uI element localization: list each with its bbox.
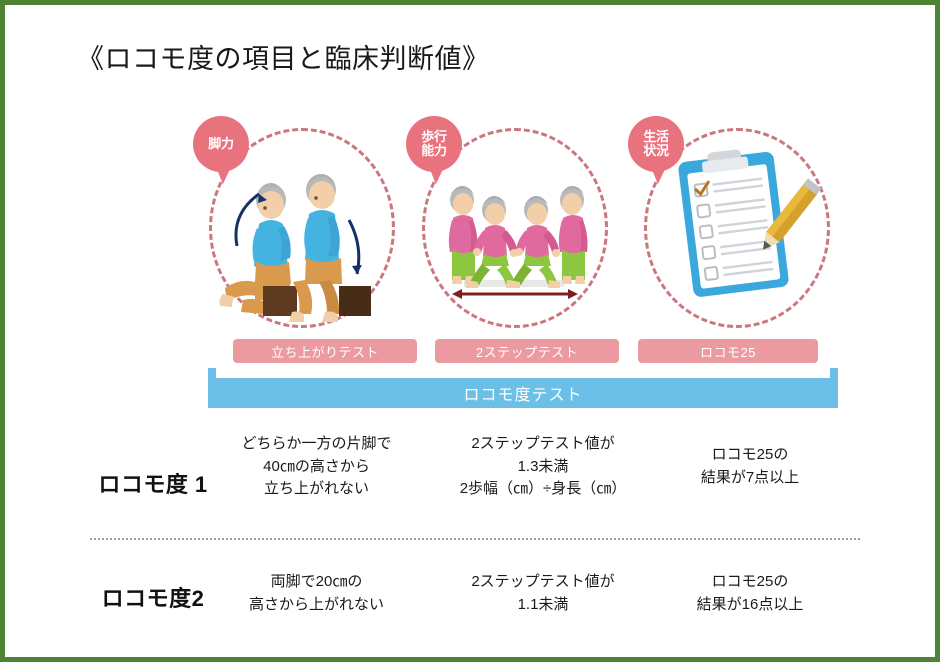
- criteria-cell-stand-up-2: 両脚で20㎝の 高さから上がれない: [248, 573, 384, 613]
- page-title: 《ロコモ度の項目と臨床判断値》: [77, 44, 490, 74]
- dashed-circle-outline: [644, 128, 830, 328]
- badge-leg-strength: 脚力: [193, 116, 249, 172]
- test-button-stand-up[interactable]: 立ち上がりテスト: [233, 339, 417, 363]
- dashed-circle-outline: [422, 128, 608, 328]
- category-group-living-condition: 生活状況: [628, 116, 842, 335]
- test-button-two-step[interactable]: 2ステップテスト: [435, 339, 619, 363]
- criteria-cell-stand-up-1: どちらか一方の片脚で 40㎝の高さから 立ち上がれない: [241, 435, 392, 497]
- dashed-circle-outline: [209, 128, 395, 328]
- row-divider: [90, 538, 860, 540]
- criteria-cell-locomo25-2: ロコモ25の 結果が16点以上: [696, 573, 804, 613]
- blue-bracket: [208, 368, 838, 381]
- criteria-cell-two-step-1: 2ステップテスト値が 1.3未満 2歩幅（㎝）÷身長（㎝）: [459, 435, 627, 497]
- test-button-row: 立ち上がりテスト 2ステップテスト ロコモ25: [233, 339, 818, 363]
- badge-label: 生活状況: [643, 129, 669, 158]
- criteria-cell-locomo25-1: ロコモ25の 結果が7点以上: [700, 446, 800, 486]
- locomo-test-bar: ロコモ度テスト: [208, 378, 838, 408]
- illustration-band: 脚力: [190, 110, 870, 335]
- badge-walking-ability: 歩行能力: [406, 116, 462, 172]
- stand-up-from-box-illustration: [209, 128, 395, 328]
- clipboard-checklist-illustration: [644, 128, 830, 328]
- row-label-locomo-1: ロコモ度 1: [98, 472, 208, 497]
- badge-living-condition: 生活状況: [628, 116, 684, 172]
- test-button-locomo25[interactable]: ロコモ25: [638, 339, 818, 363]
- category-group-leg-strength: 脚力: [193, 116, 407, 335]
- criteria-cell-two-step-2: 2ステップテスト値が 1.1未満: [471, 573, 615, 613]
- badge-label: 脚力: [208, 136, 234, 152]
- row-label-locomo-2: ロコモ度2: [101, 586, 205, 611]
- badge-label: 歩行能力: [421, 129, 447, 158]
- walking-stride-illustration: [422, 128, 608, 328]
- category-group-walking-ability: 歩行能力: [406, 116, 620, 335]
